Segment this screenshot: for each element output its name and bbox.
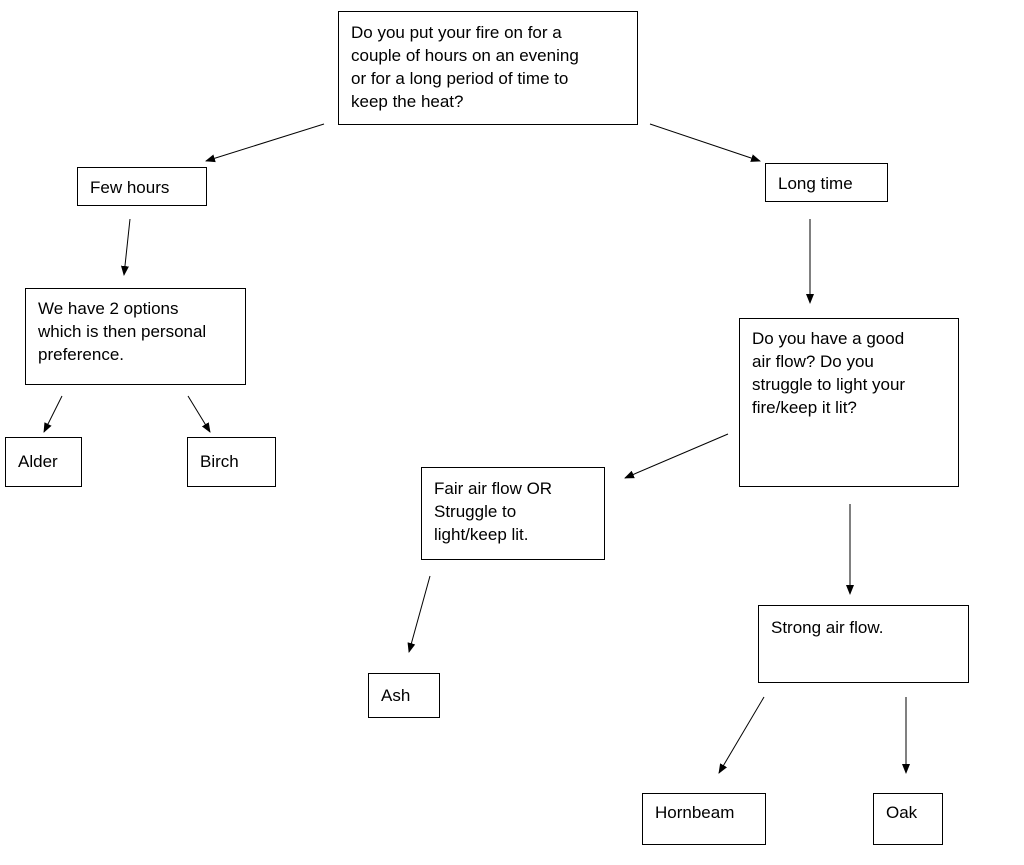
node-long-time: Long time (765, 163, 888, 202)
node-air-flow-question: Do you have a good air flow? Do you stru… (739, 318, 959, 487)
node-two-options: We have 2 options which is then personal… (25, 288, 246, 385)
node-birch: Birch (187, 437, 276, 487)
node-strong-air-flow: Strong air flow. (758, 605, 969, 683)
arrow-q2-to-fair-air (624, 433, 729, 479)
arrow-fair-air-to-ash (407, 575, 431, 653)
node-fair-air-flow: Fair air flow OR Struggle to light/keep … (421, 467, 605, 560)
node-alder: Alder (5, 437, 82, 487)
arrow-options-to-alder (43, 395, 63, 433)
node-oak: Oak (873, 793, 943, 845)
node-few-hours: Few hours (77, 167, 207, 206)
node-ash: Ash (368, 673, 440, 718)
node-fire-duration-question: Do you put your fire on for a couple of … (338, 11, 638, 125)
arrow-few-hours-to-options (120, 218, 131, 276)
arrow-q1-to-long-time (649, 123, 761, 162)
node-hornbeam: Hornbeam (642, 793, 766, 845)
arrow-strong-air-to-hornbeam (718, 696, 765, 774)
arrow-q1-to-few-hours (205, 123, 325, 163)
arrow-options-to-birch (187, 395, 211, 433)
